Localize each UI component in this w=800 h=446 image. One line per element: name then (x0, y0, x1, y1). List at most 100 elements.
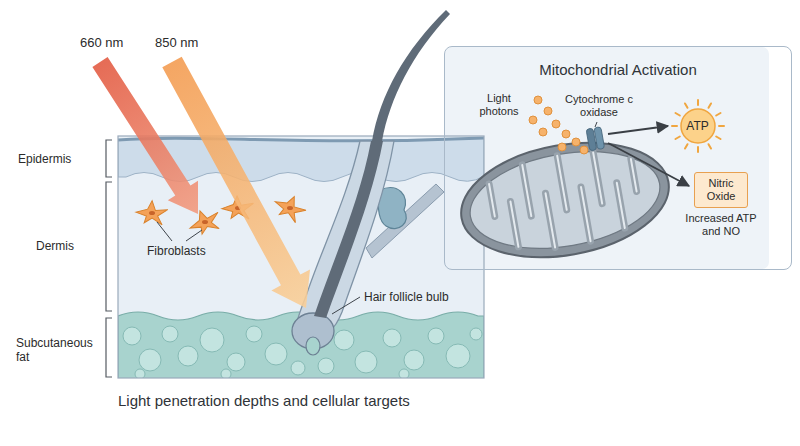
sun-ray (675, 113, 679, 116)
product-box: Nitric Oxide (694, 172, 748, 208)
fat-cells-part (123, 327, 141, 345)
fibroblast-nuclei-part (287, 206, 293, 210)
fat-cells-part (246, 326, 262, 342)
mitochondrion-part-part (510, 201, 518, 246)
fibroblast-cells-part (271, 190, 309, 225)
layer-brackets-part (106, 318, 112, 377)
mitochondrion-part-part (546, 193, 556, 247)
sun-disc (681, 109, 715, 143)
mitochondrion-part-part (631, 159, 637, 191)
mitochondrion-part (594, 127, 605, 150)
photon-dots-part (572, 138, 580, 146)
mitochondrion-part-part (489, 184, 495, 216)
fat-cells-part (291, 361, 305, 375)
photon-dots-part (562, 130, 570, 138)
mitochondrion-part-part (593, 152, 602, 203)
wavelength-label: 850 nm (155, 36, 198, 50)
node-text: Nitric Oxide (698, 177, 744, 203)
layer-label: Dermis (36, 239, 74, 253)
photon-dots-part (580, 146, 588, 154)
mitochondrion (450, 117, 678, 273)
fibroblast-nuclei (149, 206, 293, 224)
effect-note: Increased ATP and NO (682, 212, 760, 238)
hair-strand (372, 10, 450, 141)
product-arrows-part (608, 143, 689, 186)
mitochondrion-part-part (581, 187, 591, 241)
sun-ray (716, 136, 720, 139)
fat-cells-part (135, 369, 145, 378)
sun-ray (685, 144, 688, 148)
sun-ray (697, 147, 699, 152)
fat-cells-part (355, 351, 377, 373)
fat-cells-part (470, 328, 482, 340)
fat-cells-part (318, 358, 334, 374)
fat-cells-part (383, 329, 401, 347)
leader-lines-part (157, 222, 172, 241)
mitochondrion-part (452, 128, 678, 273)
mitochondrion-part-part (489, 184, 495, 216)
sun-ray (672, 125, 677, 127)
fibroblast-cells-part (134, 198, 169, 226)
mitochondrion-part (462, 138, 667, 262)
fat-cells-part (221, 369, 231, 378)
photon-dots-part (544, 107, 552, 115)
sun-ray (675, 136, 679, 139)
node-text: ATP (686, 119, 708, 133)
atp-sun: ATP (680, 108, 716, 144)
fat-cells-part (200, 328, 224, 352)
mitochondrion-part-part (522, 165, 531, 216)
fat-cells-part (227, 353, 245, 371)
mitochondrion-part (486, 143, 643, 257)
sun-ray (697, 100, 699, 105)
fat-cells-part (265, 343, 287, 365)
figure-caption: Light penetration depths and cellular ta… (118, 392, 410, 410)
cell-label: Fibroblasts (147, 244, 206, 258)
photon-label: Light photons (470, 92, 528, 118)
layer-label: Subcutaneous fat (16, 336, 98, 364)
layer-brackets (106, 140, 112, 377)
mitochondrion-part-part (593, 152, 602, 203)
product-arrows-part (608, 126, 668, 134)
sun-ray (685, 103, 688, 107)
photon-dots-part (539, 128, 547, 136)
product-arrows (608, 126, 689, 186)
leader-lines-part (186, 230, 202, 241)
sun-ray (708, 103, 711, 107)
layer-label: Epidermis (18, 152, 71, 166)
panel-ground (445, 47, 769, 269)
mitochondrion-part-part (510, 201, 518, 246)
mitochondrion-part (486, 143, 643, 257)
sun-ray (719, 125, 724, 127)
fat-cells-part (446, 344, 470, 368)
photon-dots-part (552, 120, 560, 128)
mitochondrion-part-part (522, 165, 531, 216)
fat-cells-part (399, 369, 409, 378)
wavelength-label: 660 nm (80, 36, 123, 50)
structure-label: Hair follicle bulb (364, 290, 449, 304)
enzyme-label: Cytochrome c oxidase (562, 93, 636, 119)
mitochondrion-part-part (557, 156, 567, 210)
fat-cells-part (139, 349, 161, 371)
fat-cells-part (178, 346, 198, 366)
fat-cells-part (428, 328, 444, 344)
fibroblast-nuclei-part (149, 211, 155, 215)
fat-layer (118, 312, 484, 378)
layer-brackets-part (106, 182, 112, 311)
photon-dots-part (534, 96, 542, 104)
fibroblast-cells (134, 190, 309, 237)
leader-lines-part (595, 122, 597, 127)
fat-cells-part (162, 326, 178, 342)
sun-ray (708, 144, 711, 148)
fibroblast-nuclei-part (202, 220, 208, 224)
mitochondrion-part-part (617, 183, 625, 228)
nir-light-arrow (162, 57, 310, 308)
layer-brackets-part (106, 140, 112, 177)
leader-lines-part (332, 297, 360, 314)
mitochondrion-part-part (557, 156, 567, 210)
photon-dots-part (558, 143, 566, 151)
mitochondrion-part-part (631, 159, 637, 191)
fat-cells-part (404, 350, 424, 370)
mitochondrion-part-part (546, 193, 556, 247)
skin-surface (118, 138, 484, 141)
